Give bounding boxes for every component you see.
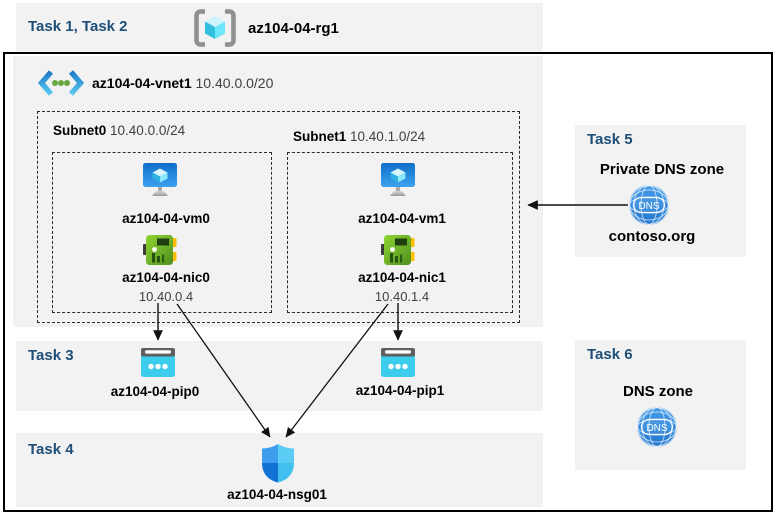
- nic1-label: az104-04-nic1: [358, 270, 446, 285]
- private-dns-zone-title: Private DNS zone: [599, 161, 725, 178]
- vnet-name: az104-04-vnet1: [92, 75, 192, 91]
- nic1-ip: 10.40.1.4: [374, 289, 430, 304]
- dns-zone-title: DNS zone: [622, 383, 694, 400]
- task1-task2-label: Task 1, Task 2: [28, 18, 128, 35]
- subnet1-cidr: 10.40.1.0/24: [350, 129, 426, 144]
- dns-badge-text-task5: DNS: [638, 201, 659, 212]
- vm0-label: az104-04-vm0: [122, 211, 210, 226]
- task3-label: Task 3: [28, 347, 74, 364]
- nic1-icon: [380, 232, 416, 268]
- vm1-label: az104-04-vm1: [358, 211, 446, 226]
- nsg-label: az104-04-nsg01: [227, 487, 327, 502]
- subnet0-dashed-box: [52, 152, 272, 313]
- subnet1-name: Subnet1: [293, 129, 347, 144]
- dns-badge-text-task6: DNS: [646, 423, 667, 434]
- task4-label: Task 4: [28, 441, 74, 458]
- contoso-org-label: contoso.org: [608, 228, 696, 245]
- nsg-shield-icon: [261, 443, 295, 484]
- task1-task2-panel: [16, 3, 543, 52]
- subnet0-cidr: 10.40.0.0/24: [110, 123, 186, 138]
- subnets-group-dashed-box: [37, 111, 520, 323]
- vm1-icon: [380, 162, 416, 202]
- pip0-label: az104-04-pip0: [110, 384, 200, 399]
- vnet-cidr: 10.40.0.0/20: [195, 75, 274, 91]
- task6-label: Task 6: [587, 346, 633, 363]
- vnet-title: az104-04-vnet1 10.40.0.0/20: [92, 75, 273, 91]
- resource-group-name: az104-04-rg1: [248, 20, 339, 37]
- vm0-icon: [142, 162, 178, 202]
- private-dns-zone-icon: DNS: [628, 184, 670, 226]
- subnet1-dashed-box: [287, 152, 513, 313]
- dns-zone-icon: DNS: [636, 406, 678, 448]
- pip0-icon: [140, 347, 176, 378]
- task3-panel: [16, 341, 543, 411]
- pip1-icon: [380, 347, 416, 378]
- subnet0-name: Subnet0: [53, 123, 107, 138]
- task6-panel: [575, 340, 746, 470]
- nic0-label: az104-04-nic0: [122, 270, 210, 285]
- pip1-label: az104-04-pip1: [355, 383, 445, 398]
- resource-group-icon: [193, 9, 237, 47]
- vnet-panel: [13, 56, 543, 327]
- virtual-network-icon: [38, 69, 84, 97]
- task5-label: Task 5: [587, 131, 633, 148]
- nic0-icon: [142, 232, 178, 268]
- subnet0-title: Subnet0 10.40.0.0/24: [53, 123, 185, 138]
- subnet1-title: Subnet1 10.40.1.0/24: [293, 129, 425, 144]
- nic0-ip: 10.40.0.4: [138, 289, 194, 304]
